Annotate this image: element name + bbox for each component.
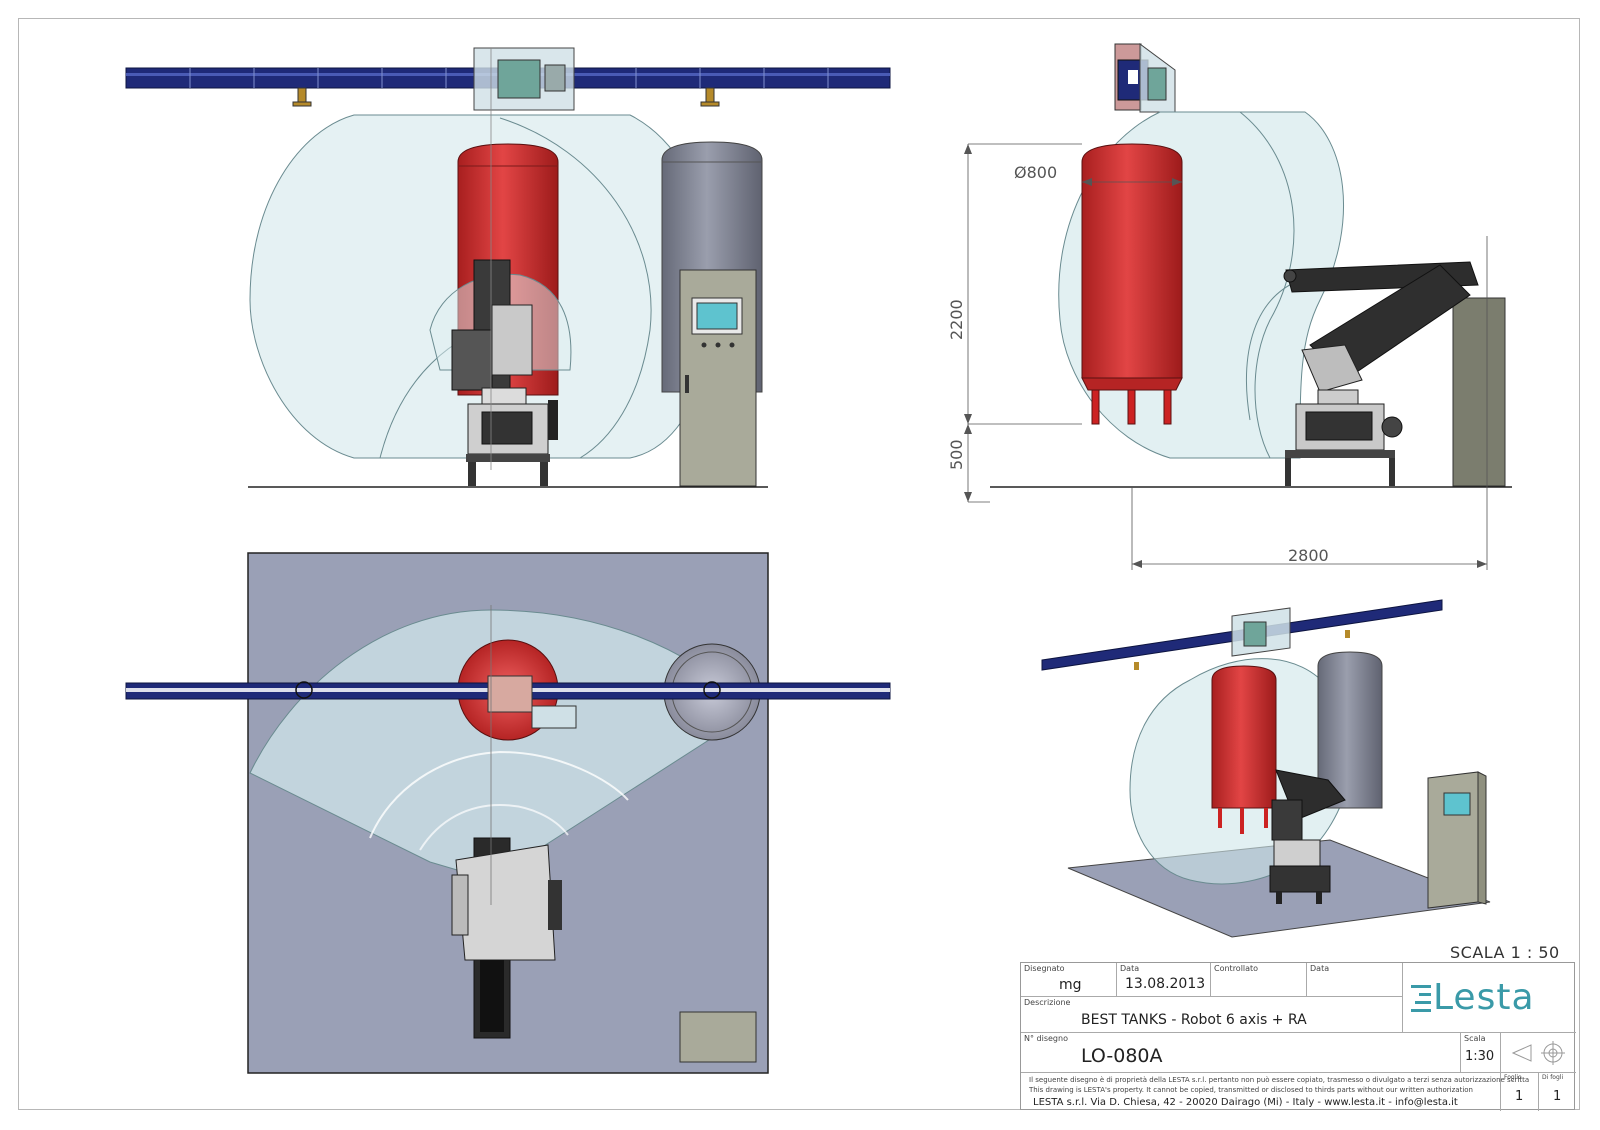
tb-notice-it: Il seguente disegno è di proprietà della… bbox=[1029, 1076, 1530, 1084]
tb-date-value: 13.08.2013 bbox=[1125, 976, 1206, 992]
tb-checked-date-caption: Data bbox=[1310, 964, 1330, 973]
tb-scale-value: 1:30 bbox=[1465, 1049, 1495, 1064]
tb-scale-caption: Scala bbox=[1464, 1034, 1486, 1043]
side-red-tank bbox=[1081, 143, 1183, 425]
tb-designed-by: mg bbox=[1059, 977, 1082, 993]
front-control-cabinet bbox=[679, 269, 757, 487]
tb-sheet-cell: Foglio 1 bbox=[1501, 1073, 1539, 1111]
projection-symbol-icon bbox=[1511, 1041, 1565, 1065]
tb-description-caption: Descrizione bbox=[1024, 998, 1071, 1007]
iso-robot bbox=[1269, 769, 1346, 904]
tb-sheets-value: 1 bbox=[1553, 1089, 1562, 1104]
tb-date-cell: Data 13.08.2013 bbox=[1117, 963, 1211, 997]
lesta-logo: Lesta bbox=[1403, 963, 1576, 1033]
tb-checked-caption: Controllato bbox=[1214, 964, 1259, 973]
rail-hanger-icon bbox=[292, 87, 720, 107]
tb-sheet-value: 1 bbox=[1515, 1089, 1524, 1104]
tb-drawing-no-caption: N° disegno bbox=[1024, 1034, 1068, 1043]
side-robot bbox=[1283, 261, 1479, 486]
tb-notice-en: This drawing is LESTA's property. It can… bbox=[1029, 1086, 1473, 1094]
plan-view bbox=[125, 552, 891, 1074]
tb-scale-cell: Scala 1:30 bbox=[1461, 1033, 1501, 1073]
dim-tank-height: 2200 bbox=[947, 299, 966, 340]
lesta-logo-text: Lesta bbox=[1433, 977, 1535, 1018]
tb-projection-cell bbox=[1501, 1033, 1576, 1073]
dim-width: 2800 bbox=[1288, 546, 1329, 565]
dim-diameter: Ø800 bbox=[1014, 163, 1057, 182]
tb-sheets-caption: Di fogli bbox=[1542, 1074, 1564, 1081]
side-support-column bbox=[1452, 297, 1506, 487]
tb-description-cell: Descrizione BEST TANKS - Robot 6 axis + … bbox=[1021, 997, 1403, 1033]
tb-sheets-cell: Di fogli 1 bbox=[1539, 1073, 1576, 1111]
plan-robot bbox=[451, 837, 562, 1039]
tb-address: LESTA s.r.l. Via D. Chiesa, 42 - 20020 D… bbox=[1033, 1097, 1458, 1108]
front-view bbox=[125, 47, 891, 488]
tb-designed-cell: Disegnato mg bbox=[1021, 963, 1117, 997]
lesta-logo-icon bbox=[1411, 985, 1431, 1015]
iso-red-tank bbox=[1211, 665, 1277, 834]
tb-notice-cell: Il seguente disegno è di proprietà della… bbox=[1021, 1073, 1529, 1111]
tb-date-caption: Data bbox=[1120, 964, 1140, 973]
tb-sheet-caption: Foglio bbox=[1504, 1074, 1522, 1081]
tb-description: BEST TANKS - Robot 6 axis + RA bbox=[1081, 1012, 1307, 1028]
tb-checked-date-cell: Data bbox=[1307, 963, 1403, 997]
dim-base-height: 500 bbox=[947, 439, 966, 470]
front-robot bbox=[451, 259, 558, 486]
iso-cabinet bbox=[1427, 771, 1487, 909]
tb-checked-cell: Controllato bbox=[1211, 963, 1307, 997]
iso-gray-tank bbox=[1317, 651, 1383, 809]
title-block: Disegnato mg Data 13.08.2013 Controllato… bbox=[1020, 962, 1576, 1111]
plan-cabinet bbox=[679, 1011, 757, 1063]
side-view: Ø800 2200 500 2800 bbox=[947, 43, 1512, 570]
iso-view bbox=[1041, 599, 1491, 938]
drawing-scale-label: SCALA 1 : 50 bbox=[1450, 943, 1560, 962]
tb-drawing-no: LO-080A bbox=[1081, 1045, 1163, 1067]
tb-designed-caption: Disegnato bbox=[1024, 964, 1065, 973]
sheet-border bbox=[18, 18, 1580, 1110]
tb-drawing-no-cell: N° disegno LO-080A bbox=[1021, 1033, 1461, 1073]
